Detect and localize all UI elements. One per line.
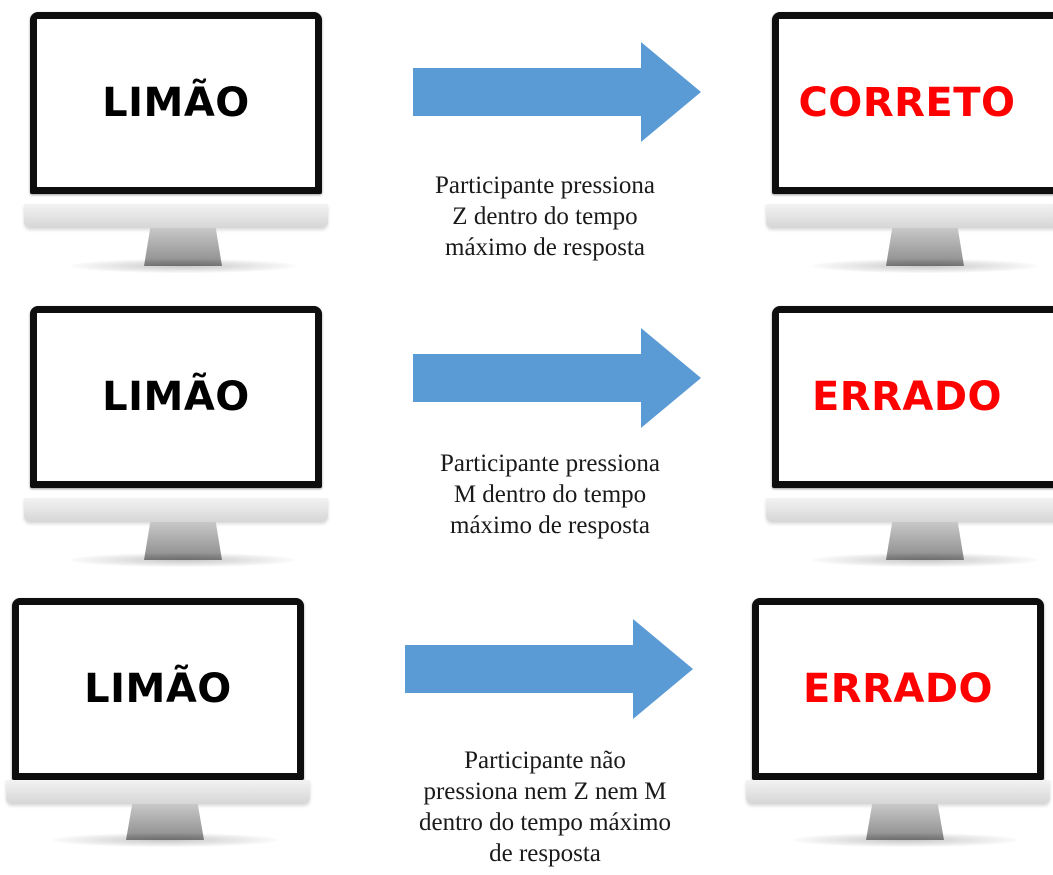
caption-line: M dentro do tempo bbox=[453, 481, 647, 508]
response-caption-1: Participante pressiona Z dentro do tempo… bbox=[390, 170, 700, 263]
right-arrow-icon bbox=[405, 619, 693, 719]
caption-line: dentro do tempo máximo bbox=[418, 809, 672, 836]
feedback-word: ERRADO bbox=[811, 374, 1003, 420]
stimulus-word: LIMÃO bbox=[84, 666, 232, 712]
caption-line: Participante pressiona bbox=[439, 450, 661, 477]
right-arrow-icon bbox=[413, 42, 701, 142]
stimulus-word: LIMÃO bbox=[102, 80, 250, 126]
feedback-word: ERRADO bbox=[802, 666, 994, 712]
caption-line: de resposta bbox=[489, 840, 601, 867]
caption-line: máximo de resposta bbox=[445, 234, 645, 261]
caption-line: máximo de resposta bbox=[450, 512, 650, 539]
stimulus-screen-3: LIMÃO bbox=[19, 605, 297, 773]
caption-line: Participante pressiona bbox=[434, 172, 656, 199]
caption-line: Z dentro do tempo bbox=[452, 203, 638, 230]
feedback-screen-2: ERRADO bbox=[779, 313, 1053, 481]
right-arrow-icon bbox=[413, 328, 701, 428]
response-caption-2: Participante pressiona M dentro do tempo… bbox=[395, 448, 705, 541]
feedback-word: CORRETO bbox=[798, 80, 1016, 126]
caption-line: pressiona nem Z nem M bbox=[423, 778, 667, 805]
stimulus-word: LIMÃO bbox=[102, 374, 250, 420]
response-caption-3: Participante não pressiona nem Z nem M d… bbox=[390, 745, 700, 869]
stimulus-screen-1: LIMÃO bbox=[37, 19, 315, 187]
feedback-screen-3: ERRADO bbox=[759, 605, 1037, 773]
feedback-screen-1: CORRETO bbox=[779, 19, 1053, 187]
caption-line: Participante não bbox=[464, 747, 626, 774]
stimulus-screen-2: LIMÃO bbox=[37, 313, 315, 481]
